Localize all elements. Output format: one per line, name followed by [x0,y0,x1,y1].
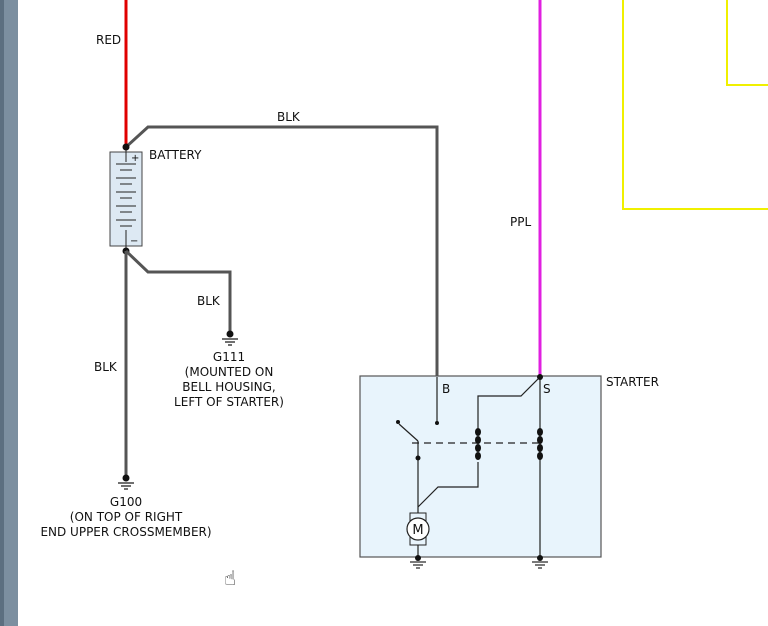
g100-name: G100 [110,495,142,509]
battery-label: BATTERY [149,148,202,162]
switch-contact-point [396,420,400,424]
solenoid-ground-icon [532,555,548,569]
g100-ground-icon [118,474,134,490]
blk-g111-wire [124,249,232,332]
switch-pivot-node [415,455,421,461]
motor-icon [406,512,430,546]
blk-g100-label: BLK [94,360,118,374]
s-terminal-node [537,374,543,380]
terminal-s-label: S [543,382,551,396]
battery-minus-sign: − [130,236,138,247]
terminal-b-label: B [442,382,450,396]
battery: + − [109,147,143,251]
battery-positive-node [122,143,130,151]
b-contact-point [435,421,439,425]
battery-plus-sign: + [131,153,139,164]
g111-desc-line1: (MOUNTED ON [185,365,274,379]
yellow-wire-outer [622,0,768,210]
starter-internals [398,376,541,557]
hold-in-coil [537,428,543,460]
g111-name: G111 [213,350,245,364]
blk-top-label: BLK [277,110,301,124]
starter-label: STARTER [606,375,659,389]
blk-g111-label: BLK [197,294,221,308]
yellow-wire [726,0,768,86]
g111-desc-line2: BELL HOUSING, [182,380,276,394]
motor-label: M [412,523,423,538]
g111-ground-icon [222,330,238,346]
g111-desc-line3: LEFT OF STARTER) [174,395,284,409]
starter-box [359,375,602,558]
g100-desc-line2: END UPPER CROSSMEMBER) [40,525,211,539]
pull-in-coil [475,428,481,460]
left-window-edge [0,0,18,626]
motor-ground-icon [410,555,426,569]
g100-desc-line1: (ON TOP OF RIGHT [70,510,183,524]
hand-pointer-icon: ☝ [224,566,237,590]
blk-battery-to-starter-wire [124,125,439,377]
red-wire-label: RED [96,33,121,47]
ppl-wire-label: PPL [510,215,531,229]
